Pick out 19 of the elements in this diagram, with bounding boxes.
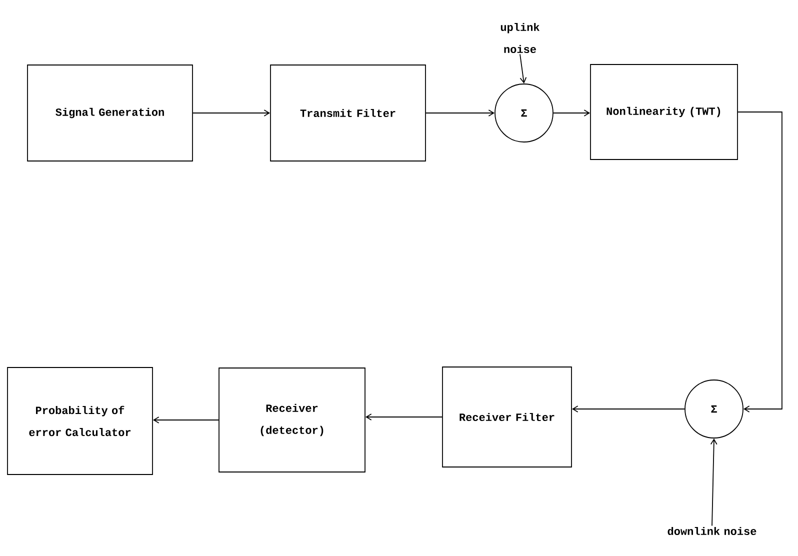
process-box: Probability of error Calculator <box>7 367 153 475</box>
arrow <box>553 110 590 116</box>
summing-junction: Σ <box>494 84 554 142</box>
arrow <box>365 414 442 420</box>
arrow <box>710 438 718 526</box>
summing-junction: Σ <box>684 380 744 438</box>
arrow <box>572 406 685 412</box>
arrow <box>520 54 527 84</box>
noise-label: uplink noise <box>500 22 540 54</box>
process-box: Receiver (detector) <box>218 368 366 472</box>
arrow <box>152 416 219 424</box>
arrow <box>738 112 782 412</box>
process-box: Nonlinearity (TWT) <box>590 64 738 160</box>
process-box: Receiver Filter <box>442 366 572 468</box>
arrow <box>192 110 270 116</box>
process-box: Signal Generation <box>27 64 193 162</box>
process-box: Transmit Filter <box>270 64 426 162</box>
arrow <box>426 110 495 116</box>
noise-label: downlink noise <box>668 526 756 536</box>
